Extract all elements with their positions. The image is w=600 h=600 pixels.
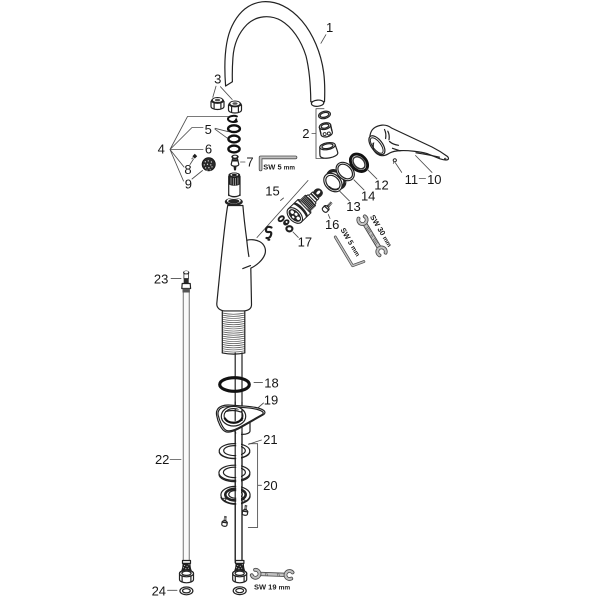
svg-text:13: 13 <box>346 199 360 214</box>
svg-text:20: 20 <box>263 478 277 493</box>
svg-text:6: 6 <box>205 141 212 156</box>
svg-text:24: 24 <box>152 583 166 598</box>
svg-text:SW 19 mm: SW 19 mm <box>254 582 290 591</box>
svg-text:9: 9 <box>185 176 192 191</box>
svg-text:16: 16 <box>325 217 339 232</box>
svg-text:11: 11 <box>405 172 419 187</box>
svg-text:15: 15 <box>265 183 279 198</box>
svg-text:1: 1 <box>326 20 333 35</box>
svg-text:5: 5 <box>205 122 212 137</box>
svg-text:21: 21 <box>263 432 277 447</box>
svg-text:17: 17 <box>298 234 312 249</box>
svg-text:22: 22 <box>155 452 169 467</box>
svg-text:12: 12 <box>374 177 388 192</box>
svg-text:3: 3 <box>214 72 221 87</box>
svg-text:14: 14 <box>361 188 375 203</box>
svg-text:7: 7 <box>246 155 253 170</box>
svg-text:4: 4 <box>158 141 165 156</box>
svg-text:18: 18 <box>264 376 278 391</box>
svg-text:8: 8 <box>184 162 191 177</box>
svg-text:23: 23 <box>154 272 168 287</box>
svg-text:19: 19 <box>264 393 278 408</box>
svg-text:10: 10 <box>427 172 441 187</box>
svg-text:2: 2 <box>302 126 309 141</box>
svg-text:SW 5 mm: SW 5 mm <box>263 162 295 171</box>
